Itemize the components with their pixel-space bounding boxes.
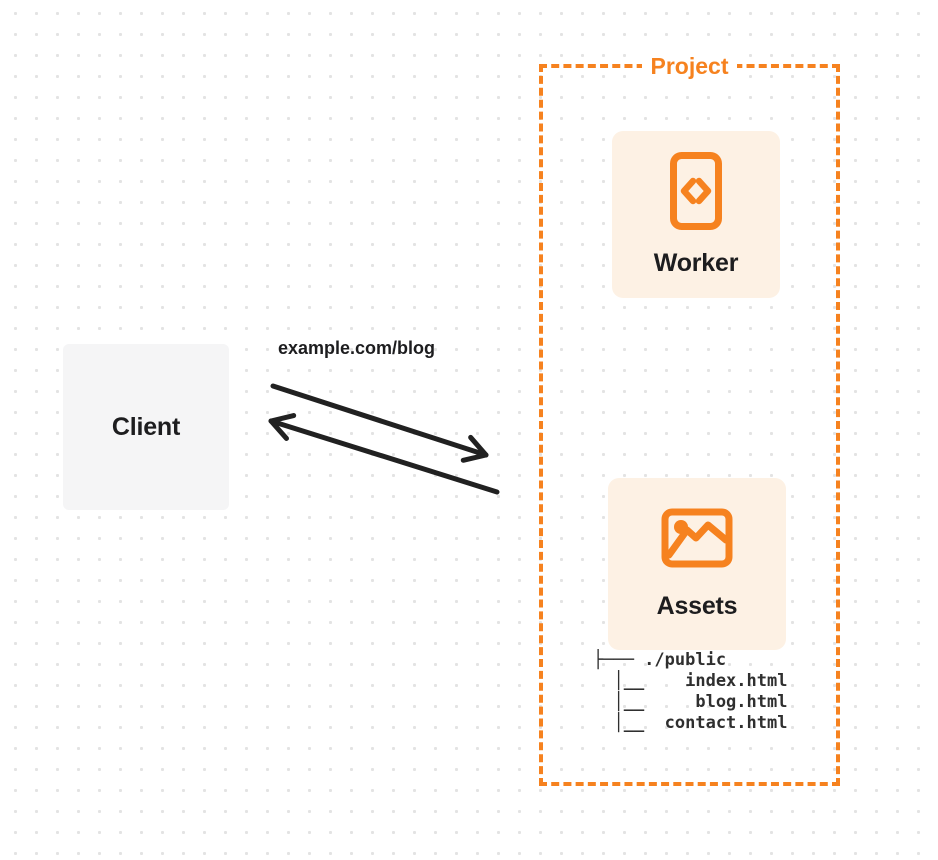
assets-file-tree: ├─── ./public │__ index.html │__ blog.ht… (593, 650, 788, 733)
client-label: Client (111, 412, 181, 441)
worker-node: Worker (612, 131, 780, 298)
project-boundary: Project Worker Assets ├─── ./public │__ … (539, 52, 840, 786)
worker-label: Worker (653, 249, 739, 277)
image-icon (661, 508, 733, 568)
request-arrow (270, 383, 489, 463)
code-file-icon (670, 152, 722, 230)
assets-label: Assets (656, 592, 738, 620)
response-arrow (268, 413, 500, 495)
project-label: Project (641, 52, 738, 80)
assets-node: Assets (608, 478, 786, 650)
client-node: Client (63, 344, 229, 510)
request-url-label: example.com/blog (278, 338, 436, 358)
